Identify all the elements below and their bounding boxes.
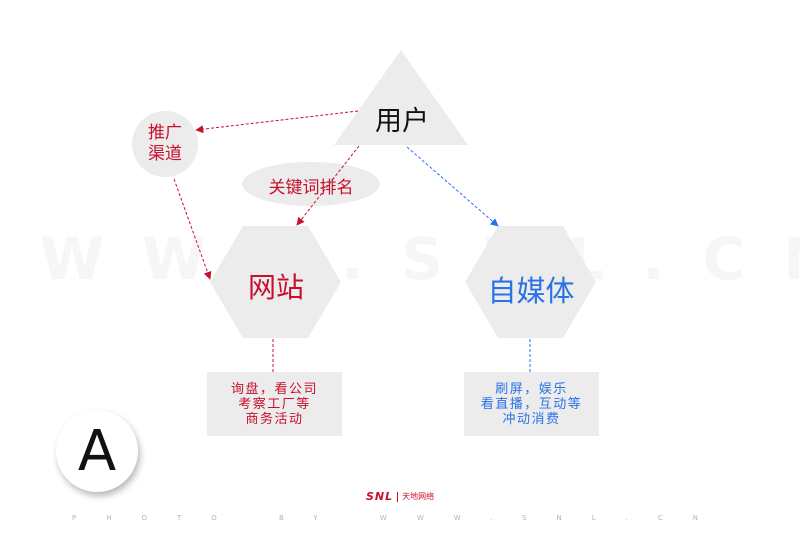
brand-logo: SNL 天地网络	[366, 490, 434, 503]
self-media-info-box: 刷屏，娱乐 看直播，互动等 冲动消费	[464, 372, 599, 436]
arrow-user-to-promo	[195, 110, 359, 134]
self-media-info-line: 冲动消费	[502, 411, 561, 427]
website-info-line: 考察工厂等	[238, 396, 311, 412]
promo-channel-label: 推广 渠道	[132, 123, 198, 165]
footer-credit: PHOTO BY WWW.SNL.CN	[71, 514, 729, 522]
promo-channel-line2: 渠道	[148, 144, 182, 164]
user-label: 用户	[375, 106, 429, 137]
website-info-box: 询盘，看公司 考察工厂等 商务活动	[207, 372, 342, 436]
keyword-ellipse	[242, 162, 380, 206]
logo-divider	[397, 491, 399, 502]
keyword-ranking-label: 关键词排名	[268, 178, 354, 198]
website-info-line: 询盘，看公司	[230, 381, 318, 397]
arrow-user-to-website	[296, 145, 360, 226]
self-media-info-line: 看直播，互动等	[480, 396, 583, 412]
promo-channel-line1: 推广	[148, 123, 182, 143]
section-badge: A	[56, 410, 138, 492]
self-media-hexagon	[465, 226, 596, 338]
logo-text: 天地网络	[402, 492, 435, 501]
arrow-promo-to-website	[173, 178, 212, 280]
website-info-line: 商务活动	[245, 411, 304, 427]
arrow-user-to-self-media	[406, 146, 499, 227]
website-hexagon	[210, 226, 341, 338]
self-media-label: 自媒体	[487, 274, 575, 308]
user-triangle	[334, 50, 468, 145]
promo-channel-circle	[132, 111, 198, 177]
self-media-info-line: 刷屏，娱乐	[495, 381, 568, 397]
website-label: 网站	[247, 271, 304, 304]
logo-mark: SNL	[366, 490, 394, 503]
